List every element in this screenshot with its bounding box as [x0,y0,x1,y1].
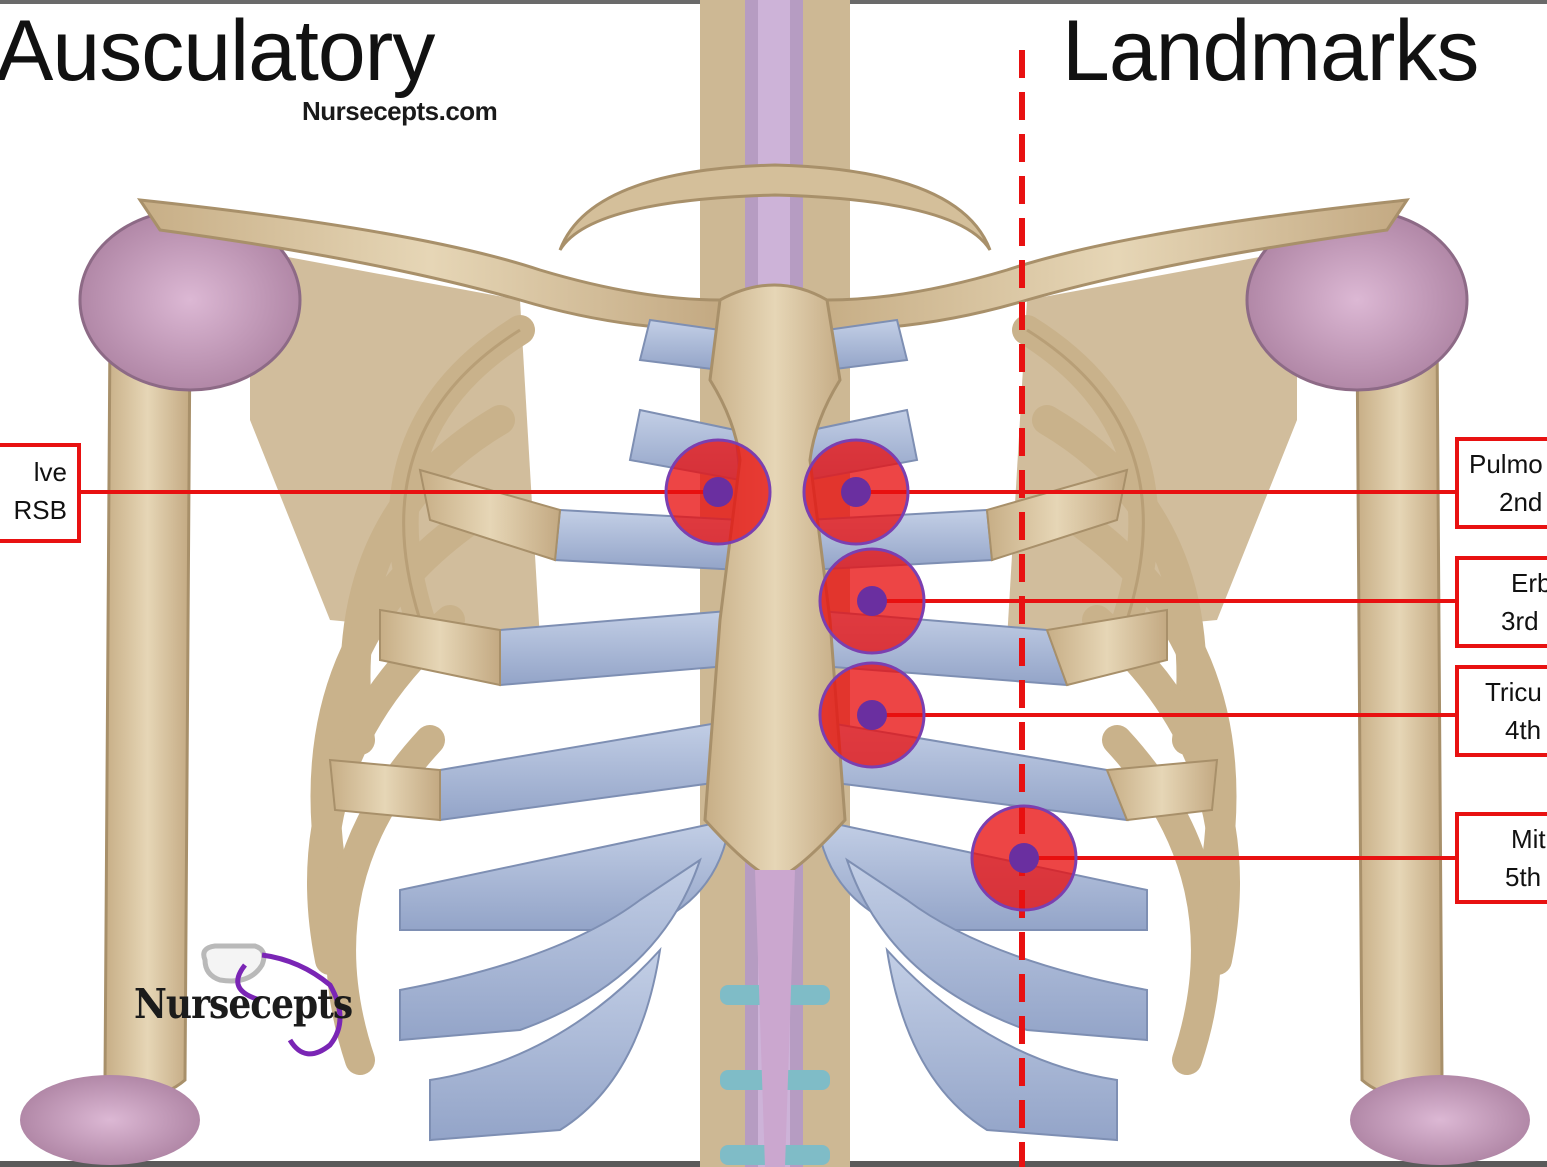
landmark-label-erbs-line1: Erb [1511,564,1545,602]
landmark-label-tricuspid-line2: 4th [1485,711,1545,749]
landmark-label-pulmonic-line2: 2nd [1469,483,1545,521]
landmark-label-mitral-line2: 5th [1505,858,1545,896]
marker-center-mitral [1009,843,1039,873]
title-left: Ausculatory [0,8,434,94]
title-right: Landmarks [1062,8,1478,94]
landmark-label-aortic-line1: lve [8,453,67,491]
landmark-label-tricuspid: Tricu 4th [1455,665,1547,757]
landmark-label-pulmonic: Pulmo 2nd [1455,437,1547,529]
landmark-label-aortic: lve RSB [0,443,81,543]
marker-center-erbs [857,586,887,616]
landmark-label-mitral-line1: Mit [1511,820,1545,858]
nursecepts-logo: Nursecepts [134,980,352,1028]
marker-center-pulmonic [841,477,871,507]
landmark-label-aortic-line2: RSB [8,491,67,529]
landmark-label-tricuspid-line1: Tricu [1485,673,1545,711]
landmark-label-erbs: Erb 3rd [1455,556,1547,648]
marker-center-tricuspid [857,700,887,730]
landmark-label-erbs-line2: 3rd [1501,602,1545,640]
marker-center-aortic [703,477,733,507]
website-label: Nursecepts.com [302,96,497,127]
landmark-label-mitral: Mit 5th [1455,812,1547,904]
landmark-label-pulmonic-line1: Pulmo [1469,445,1545,483]
